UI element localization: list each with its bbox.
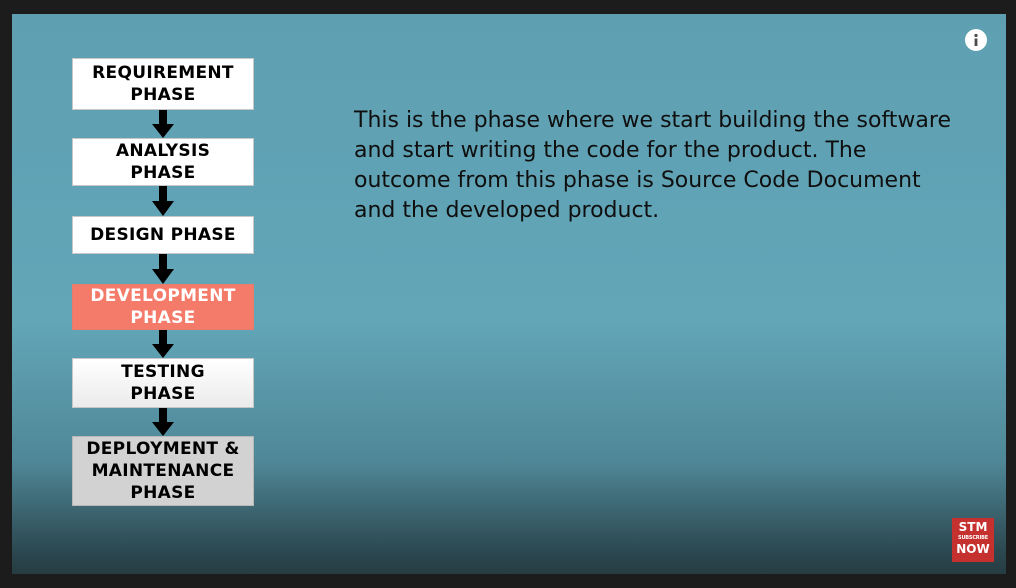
subscribe-badge[interactable]: STM SUBSCRIBE NOW bbox=[952, 518, 994, 562]
phase-box-design: DESIGN PHASE bbox=[72, 216, 254, 254]
badge-middle-text: SUBSCRIBE bbox=[958, 535, 988, 541]
slide: REQUIREMENT PHASE ANALYSIS PHASE DESIGN … bbox=[12, 14, 1006, 574]
phase-box-requirement: REQUIREMENT PHASE bbox=[72, 58, 254, 110]
phase-label-deployment: DEPLOYMENT & MAINTENANCE PHASE bbox=[86, 439, 240, 503]
phase-box-development: DEVELOPMENT PHASE bbox=[72, 284, 254, 330]
arrow-down-icon bbox=[152, 408, 174, 436]
arrow-down-icon bbox=[152, 186, 174, 216]
phase-box-deployment: DEPLOYMENT & MAINTENANCE PHASE bbox=[72, 436, 254, 506]
arrow-down-icon bbox=[152, 330, 174, 358]
phase-label-analysis: ANALYSIS PHASE bbox=[115, 141, 211, 183]
phase-label-development: DEVELOPMENT PHASE bbox=[90, 286, 236, 328]
badge-top-text: STM bbox=[958, 520, 988, 534]
phase-description: This is the phase where we start buildin… bbox=[354, 108, 951, 223]
badge-bottom-text: NOW bbox=[956, 542, 990, 556]
phase-label-design: DESIGN PHASE bbox=[90, 225, 236, 245]
arrow-down-icon bbox=[152, 254, 174, 284]
phase-label-requirement: REQUIREMENT PHASE bbox=[92, 63, 234, 105]
arrow-down-icon bbox=[152, 110, 174, 138]
info-icon[interactable] bbox=[965, 29, 987, 51]
phase-box-analysis: ANALYSIS PHASE bbox=[72, 138, 254, 186]
phase-box-testing: TESTING PHASE bbox=[72, 358, 254, 408]
phase-label-testing: TESTING PHASE bbox=[121, 362, 205, 404]
